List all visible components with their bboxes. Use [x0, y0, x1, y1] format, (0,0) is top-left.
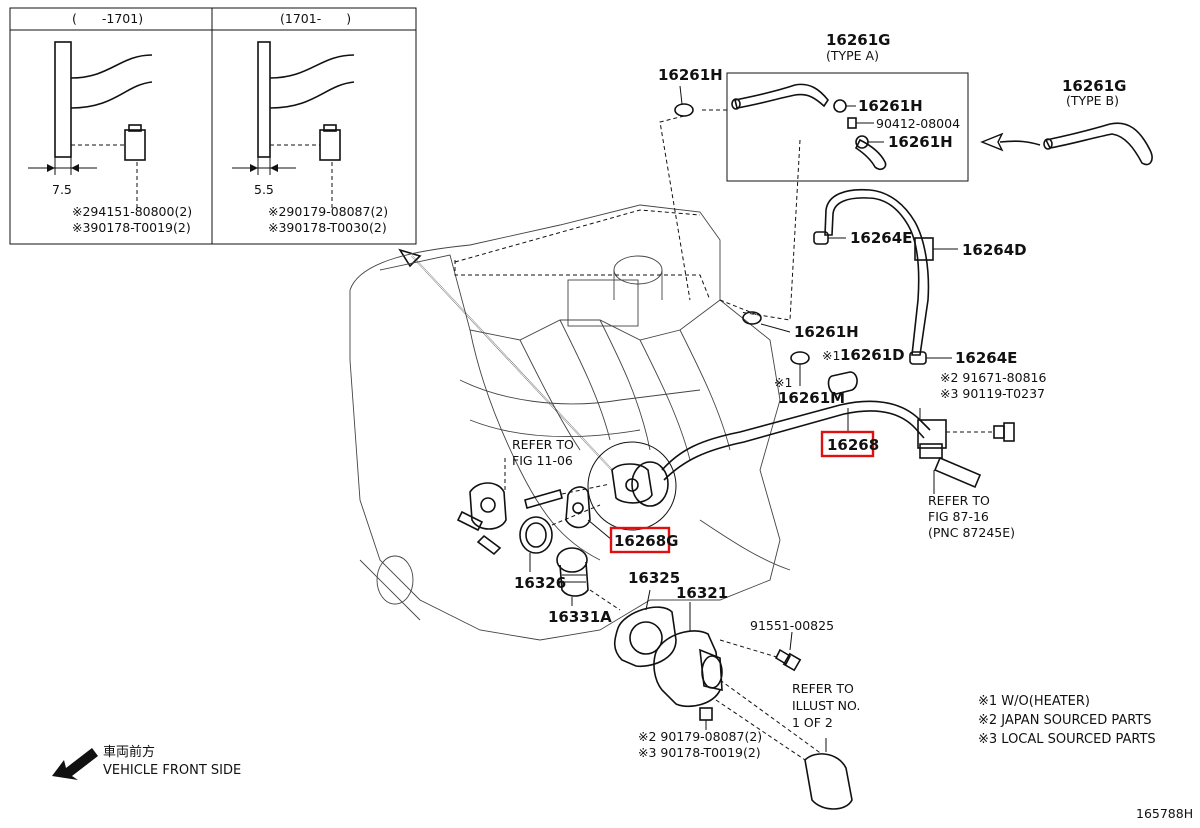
inset-left-detail: 7.5 ※294151-80800(2) ※390178-T0019(2): [28, 41, 192, 235]
clamp-16261h-mid: 16261H: [742, 311, 859, 341]
stud-bolt: REFER TO FIG 11-06: [504, 437, 611, 509]
vehicle-front-en-label: VEHICLE FRONT SIDE: [103, 763, 241, 778]
bolt-note-1: ※2 91671-80816: [940, 370, 1046, 385]
inset-right-header: (1701- ): [280, 11, 351, 26]
gasket-16325-label: 16325: [628, 569, 680, 587]
hose-16261d-label: 16261D: [840, 346, 905, 364]
nut-note-1: ※2 90179-08087(2): [638, 729, 762, 744]
refer-illust-line1: REFER TO: [792, 681, 854, 696]
refer-illust-line2: ILLUST NO.: [792, 698, 860, 713]
inset-left-header: ( -1701): [72, 11, 143, 26]
type-b-part-number: 16261G: [1062, 77, 1127, 95]
refer-fig-11-line1: REFER TO: [512, 437, 574, 452]
inset-right-dimension: 5.5: [254, 182, 274, 197]
highlight-16268: [820, 430, 875, 458]
legend-item-2: ※2 JAPAN SOURCED PARTS: [978, 713, 1152, 728]
type-a-variant: (TYPE A): [826, 48, 879, 63]
gasket-16326: 16326: [514, 504, 601, 592]
type-a-clamp-1-label: 16261H: [858, 97, 923, 115]
nut-note-2: ※3 90178-T0019(2): [638, 745, 761, 760]
gasket-16268g: 16268G: [565, 441, 679, 554]
clamp-16261h-top-label: 16261H: [658, 66, 723, 84]
type-a-clamp-2-label: 16261H: [888, 133, 953, 151]
bolt-91551: 91551-00825: [719, 618, 834, 672]
type-a-hose-box: 16261G (TYPE A) 16261H 90412-08004 16261…: [726, 31, 969, 182]
bolt-note-2: ※3 90119-T0237: [940, 386, 1045, 401]
clamp-16261h-mid-label: 16261H: [794, 323, 859, 341]
inset-right-note-1: ※290179-08087(2): [268, 204, 388, 219]
type-b-hose: 16261G (TYPE B): [980, 77, 1153, 166]
inset-pointer-arrow: [398, 248, 613, 471]
water-inlet-16321-label: 16321: [676, 584, 728, 602]
clamp-16261m-label: 16261M: [778, 389, 845, 407]
refer-fig-87-line1: REFER TO: [928, 493, 990, 508]
thermostat-16331a: 16331A: [548, 547, 612, 626]
legend-item-3: ※3 LOCAL SOURCED PARTS: [978, 732, 1156, 747]
type-a-bolt-label: 90412-08004: [876, 116, 960, 131]
water-bypass-pipe-16268: 16268: [631, 400, 947, 507]
refer-fig-11-line2: FIG 11-06: [512, 453, 573, 468]
thermostat-16331a-label: 16331A: [548, 608, 612, 626]
inset-left-note-2: ※390178-T0019(2): [72, 220, 191, 235]
clamp-16261h-top: 16261H: [658, 66, 727, 301]
detail-inset: ( -1701) (1701- ) 7.5 ※294151-80800(2) ※…: [9, 7, 417, 245]
clamp-16264e-bottom-label: 16264E: [955, 349, 1017, 367]
type-a-clamp-1: [833, 99, 856, 113]
clamp-16264e-top: 16264E: [813, 229, 912, 247]
legend: ※1 W/O(HEATER) ※2 JAPAN SOURCED PARTS ※3…: [978, 694, 1156, 747]
water-fitting-left: [456, 482, 507, 556]
radiator-hose-ref: REFER TO ILLUST NO. 1 OF 2: [715, 679, 860, 810]
refer-fig-87-line2: FIG 87-16: [928, 509, 989, 524]
hose-16264d-label: 16264D: [962, 241, 1027, 259]
type-a-bolt: [847, 117, 874, 129]
inset-right-detail: 5.5 ※290179-08087(2) ※390178-T0030(2): [232, 41, 388, 235]
figure-code: 165788H: [1136, 806, 1193, 821]
clamp-16261m: ※1 16261M: [774, 351, 845, 407]
inset-left-dimension: 7.5: [52, 182, 72, 197]
type-a-part-number: 16261G: [826, 31, 891, 49]
water-inlet-16321: 16321: [653, 584, 728, 708]
heater-hose-ref: REFER TO FIG 87-16 (PNC 87245E): [928, 456, 1015, 540]
highlight-16268g: [609, 526, 671, 554]
gasket-16268g-label: 16268G: [614, 532, 679, 550]
hose-16261d-prefix: ※1: [822, 348, 840, 363]
clamp-16261m-prefix: ※1: [774, 375, 792, 390]
inset-right-note-2: ※390178-T0030(2): [268, 220, 387, 235]
type-b-variant: (TYPE B): [1066, 93, 1119, 108]
gasket-16325: 16325: [589, 569, 680, 668]
bypass-bolt: [946, 422, 1015, 442]
refer-fig-87-line3: (PNC 87245E): [928, 525, 1015, 540]
engine-block-illustration: [349, 204, 791, 641]
pipe-16268-label: 16268: [827, 436, 879, 454]
bolt-91551-label: 91551-00825: [750, 618, 834, 633]
hose-16261d: ※1 16261D: [822, 346, 905, 395]
refer-illust-line3: 1 OF 2: [792, 715, 833, 730]
inset-left-note-1: ※294151-80800(2): [72, 204, 192, 219]
clamp-16264e-bottom: 16264E ※2 91671-80816 ※3 90119-T0237: [909, 349, 1046, 401]
clamp-16264e-top-label: 16264E: [850, 229, 912, 247]
vehicle-front-jp-label: 車両前方: [103, 744, 155, 760]
type-a-clamp-2: [855, 135, 884, 149]
gasket-16326-label: 16326: [514, 574, 566, 592]
hose-16264d: 16264D: [824, 188, 1027, 356]
nut-bottom: ※2 90179-08087(2) ※3 90178-T0019(2): [638, 707, 762, 760]
vehicle-front-indicator: 車両前方 VEHICLE FRONT SIDE: [52, 744, 241, 780]
legend-item-1: ※1 W/O(HEATER): [978, 694, 1090, 709]
vehicle-front-arrow-icon: [52, 748, 98, 780]
